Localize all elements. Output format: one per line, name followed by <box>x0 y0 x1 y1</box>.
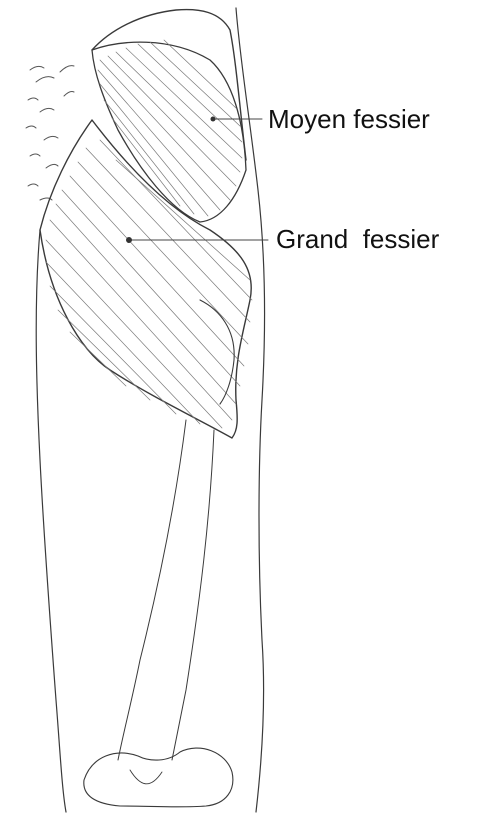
iliac-crest <box>92 10 246 160</box>
label-moyen-fessier: Moyen fessier <box>268 106 430 132</box>
thigh-outline-medial <box>36 230 66 812</box>
femur-lateral-edge <box>172 430 214 760</box>
gluteus-medius-fibers <box>98 40 242 216</box>
label-grand-fessier: Grand fessier <box>276 226 439 252</box>
grand-fessier-dot <box>126 237 132 243</box>
moyen-fessier-dot <box>211 117 216 122</box>
sacrum-hatching <box>26 66 74 200</box>
thigh-outline-lateral <box>236 8 265 812</box>
femur-medial-edge <box>118 420 186 760</box>
knee-notch <box>130 770 162 784</box>
gluteus-medius-outline <box>92 42 246 222</box>
deep-muscle-shadow <box>200 300 234 404</box>
gluteus-maximus-fibers <box>46 140 252 428</box>
gluteus-maximus-outline <box>40 120 251 438</box>
